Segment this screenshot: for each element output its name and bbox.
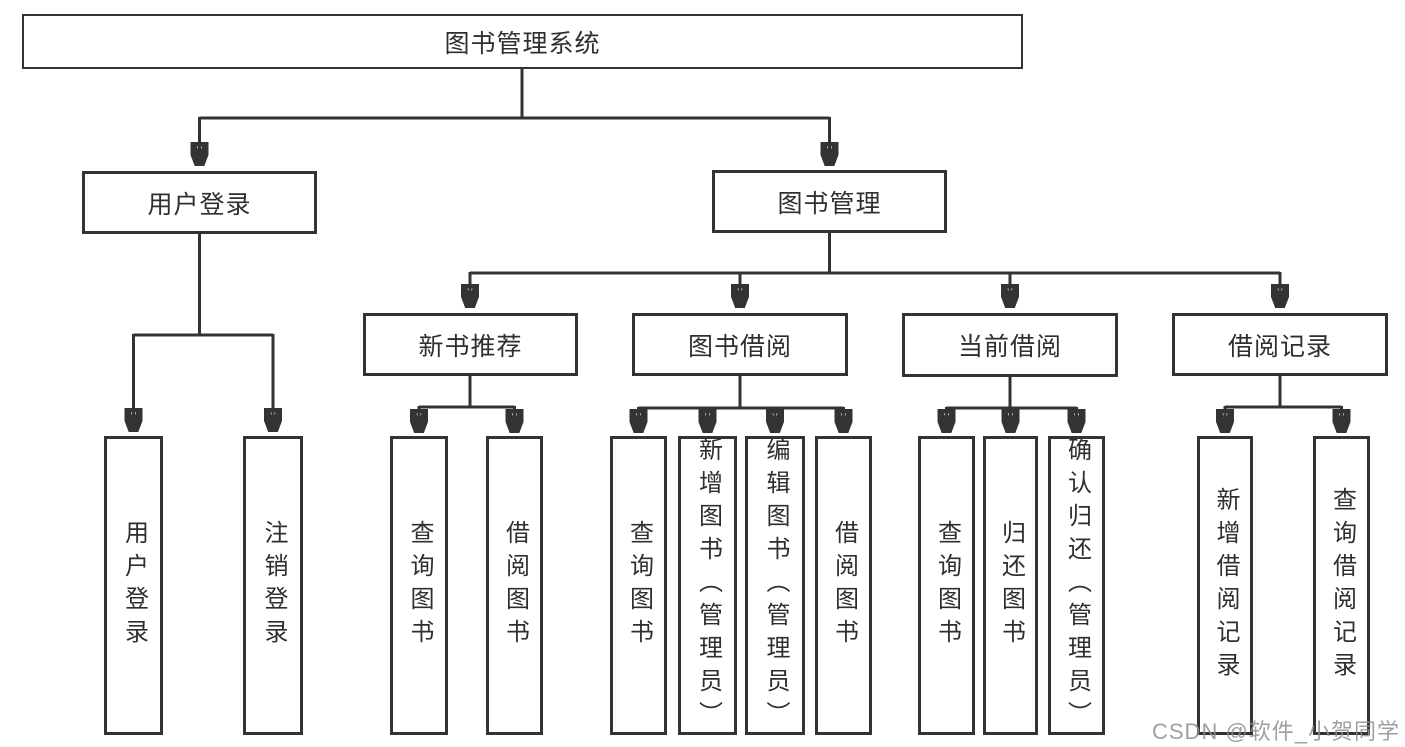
leaf-add-books-admin-label: 新增图书（管理员） <box>694 437 722 734</box>
node-book-management: 图书管理 <box>712 170 947 233</box>
leaf-query-books-recommend: 查询图书 <box>390 436 448 735</box>
leaf-borrow-books: 借阅图书 <box>815 436 872 735</box>
node-root-label: 图书管理系统 <box>444 29 601 58</box>
leaf-add-books-admin: 新增图书（管理员） <box>678 436 737 735</box>
leaf-return-books-label: 归还图书 <box>997 519 1025 652</box>
leaf-borrow-books-label: 借阅图书 <box>830 519 858 652</box>
connector-user-login <box>134 234 274 432</box>
leaf-add-borrow-record-label: 新增借阅记录 <box>1212 486 1239 685</box>
leaf-query-borrow-record: 查询借阅记录 <box>1313 436 1370 735</box>
connector-root <box>200 68 830 166</box>
leaf-query-books-current-label: 查询图书 <box>933 519 961 652</box>
node-book-borrowing: 图书借阅 <box>632 313 848 376</box>
node-borrowing-records: 借阅记录 <box>1172 313 1388 376</box>
node-new-book-recommendation-label: 新书推荐 <box>418 332 523 361</box>
connector-book-management <box>470 233 1280 308</box>
leaf-return-books: 归还图书 <box>983 436 1038 735</box>
leaf-confirm-return-admin-label: 确认归还（管理员） <box>1063 437 1091 734</box>
leaf-query-books-recommend-label: 查询图书 <box>406 519 433 652</box>
node-current-borrowing-label: 当前借阅 <box>957 333 1062 361</box>
leaf-user-login-label: 用户登录 <box>120 519 148 652</box>
node-root: 图书管理系统 <box>22 14 1023 69</box>
node-borrowing-records-label: 借阅记录 <box>1227 332 1332 361</box>
connector-borrowing-records <box>1225 376 1342 433</box>
node-user-login: 用户登录 <box>82 171 317 234</box>
leaf-query-books-borrowing: 查询图书 <box>610 436 667 735</box>
leaf-user-login: 用户登录 <box>104 436 163 735</box>
leaf-edit-books-admin: 编辑图书（管理员） <box>745 436 805 735</box>
csdn-watermark: CSDN @软件_小贺同学 <box>1152 719 1401 744</box>
leaf-query-books-current: 查询图书 <box>918 436 975 735</box>
leaf-logout: 注销登录 <box>243 436 303 735</box>
node-book-management-label: 图书管理 <box>777 189 882 218</box>
leaf-edit-books-admin-label: 编辑图书（管理员） <box>762 437 789 734</box>
node-user-login-label: 用户登录 <box>147 190 252 219</box>
leaf-borrow-books-recommend-label: 借阅图书 <box>501 519 529 652</box>
leaf-confirm-return-admin: 确认归还（管理员） <box>1048 436 1105 735</box>
node-new-book-recommendation: 新书推荐 <box>363 313 578 376</box>
leaf-borrow-books-recommend: 借阅图书 <box>486 436 543 735</box>
leaf-logout-label: 注销登录 <box>260 519 287 652</box>
node-current-borrowing: 当前借阅 <box>902 313 1118 377</box>
leaf-query-books-borrowing-label: 查询图书 <box>625 519 653 652</box>
leaf-add-borrow-record: 新增借阅记录 <box>1197 436 1253 735</box>
leaf-query-borrow-record-label: 查询借阅记录 <box>1328 486 1356 685</box>
connector-new-book-recommendation <box>419 376 515 433</box>
node-book-borrowing-label: 图书借阅 <box>687 332 792 361</box>
connector-current-borrowing <box>947 377 1077 433</box>
connector-book-borrowing <box>639 376 844 433</box>
